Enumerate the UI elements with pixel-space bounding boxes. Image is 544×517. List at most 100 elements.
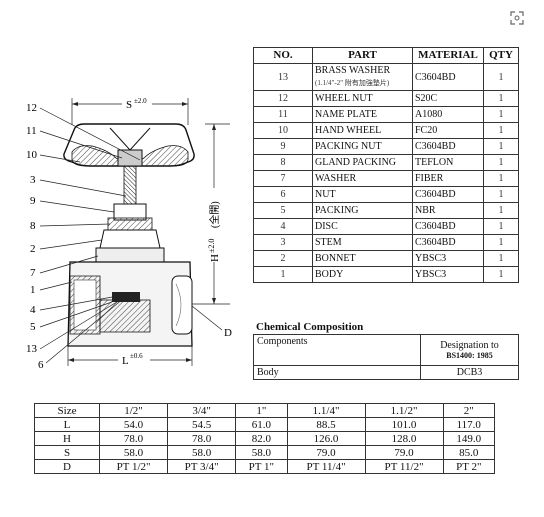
part-qty-text: 1 xyxy=(498,253,504,264)
part-number-text: 3 xyxy=(280,237,286,248)
part-number-text: 6 xyxy=(280,189,286,200)
dimension-value: 88.5 xyxy=(286,417,366,432)
dimension-value: 79.0 xyxy=(364,445,444,460)
part-material: C3604BD xyxy=(412,63,484,91)
parts-header-material: MATERIAL xyxy=(412,47,484,64)
part-name: NAME PLATE xyxy=(312,106,413,123)
dimension-value: 54.0 xyxy=(98,417,169,432)
expand-icon[interactable] xyxy=(510,11,524,25)
part-qty: 1 xyxy=(483,202,519,219)
part-material: TEFLON xyxy=(412,154,484,171)
callout-6: 6 xyxy=(38,359,44,371)
part-name: BRASS WASHER(1.1/4"-2" 附有加強墊片) xyxy=(312,63,413,91)
callout-10: 10 xyxy=(26,149,38,161)
part-number-text: 1 xyxy=(280,269,286,280)
part-number: 6 xyxy=(253,186,313,203)
part-name: BODY xyxy=(312,266,413,283)
part-number: 5 xyxy=(253,202,313,219)
part-number-text: 5 xyxy=(280,205,286,216)
chem-row-label: Body xyxy=(253,365,421,380)
part-material-text: C3604BD xyxy=(415,221,456,232)
d-label: D xyxy=(224,327,232,339)
chem-row-value: DCB3 xyxy=(420,365,519,380)
part-material: C3604BD xyxy=(412,218,484,235)
dimension-value: 82.0 xyxy=(235,431,288,446)
dimension-value: PT 2" xyxy=(442,459,496,474)
part-qty-text: 1 xyxy=(498,71,504,83)
part-qty-text: 1 xyxy=(498,93,504,104)
dimension-value: PT 3/4" xyxy=(167,459,237,474)
part-material: C3604BD xyxy=(412,186,484,203)
hand-wheel xyxy=(63,123,195,167)
part-qty-text: 1 xyxy=(498,173,504,184)
part-name: DISC xyxy=(312,218,413,235)
part-material-text: TEFLON xyxy=(415,157,454,168)
part-material: YBSC3 xyxy=(412,250,484,267)
part-name-text: HAND WHEEL xyxy=(315,125,382,136)
part-material-text: C3604BD xyxy=(415,141,456,152)
part-material-text: C3604BD xyxy=(415,71,456,83)
chem-table: Components Designation to BS1400: 1985 B… xyxy=(253,334,519,380)
part-material: FC20 xyxy=(412,122,484,139)
part-number-text: 4 xyxy=(280,221,286,232)
size-header: 1.1/4" xyxy=(286,403,366,418)
part-name: HAND WHEEL xyxy=(312,122,413,139)
part-number: 1 xyxy=(253,266,313,283)
dimension-label: L xyxy=(34,417,100,432)
part-qty-text: 1 xyxy=(498,221,504,232)
part-qty: 1 xyxy=(483,250,519,267)
part-number: 12 xyxy=(253,90,313,107)
dimension-value: 58.0 xyxy=(98,445,169,460)
part-name: WASHER xyxy=(312,170,413,187)
dimension-value: 85.0 xyxy=(442,445,496,460)
part-material-text: NBR xyxy=(415,205,436,216)
part-name-text: PACKING NUT xyxy=(315,141,382,152)
part-qty: 1 xyxy=(483,170,519,187)
callout-3: 3 xyxy=(30,174,36,186)
part-number: 9 xyxy=(253,138,313,155)
part-number: 7 xyxy=(253,170,313,187)
dimension-label: S xyxy=(34,445,100,460)
size-header: 2" xyxy=(442,403,496,418)
part-name: NUT xyxy=(312,186,413,203)
part-name: STEM xyxy=(312,234,413,251)
part-name-text: WASHER xyxy=(315,173,357,184)
callout-2: 2 xyxy=(30,243,36,255)
part-qty: 1 xyxy=(483,138,519,155)
part-number-text: 10 xyxy=(278,125,288,136)
chem-body-row: Body DCB3 xyxy=(253,365,519,380)
l-dim-tolerance: ±0.6 xyxy=(130,352,143,360)
part-material-text: FIBER xyxy=(415,173,444,184)
chem-header-row: Components Designation to BS1400: 1985 xyxy=(253,334,519,366)
size-label: Size xyxy=(34,403,100,418)
dimension-value: PT 11/2" xyxy=(364,459,444,474)
part-qty: 1 xyxy=(483,186,519,203)
dimension-value: 126.0 xyxy=(286,431,366,446)
part-qty: 1 xyxy=(483,106,519,123)
part-note: (1.1/4"-2" 附有加強墊片) xyxy=(315,79,390,87)
size-header: 1" xyxy=(235,403,288,418)
chem-designation-cell: Designation to BS1400: 1985 xyxy=(420,334,519,366)
dimension-label: D xyxy=(34,459,100,474)
part-number: 3 xyxy=(253,234,313,251)
dimension-value: 149.0 xyxy=(442,431,496,446)
part-qty: 1 xyxy=(483,218,519,235)
part-material-text: YBSC3 xyxy=(415,253,447,264)
part-name: GLAND PACKING xyxy=(312,154,413,171)
part-number-text: 7 xyxy=(280,173,286,184)
callout-7: 7 xyxy=(30,267,36,279)
